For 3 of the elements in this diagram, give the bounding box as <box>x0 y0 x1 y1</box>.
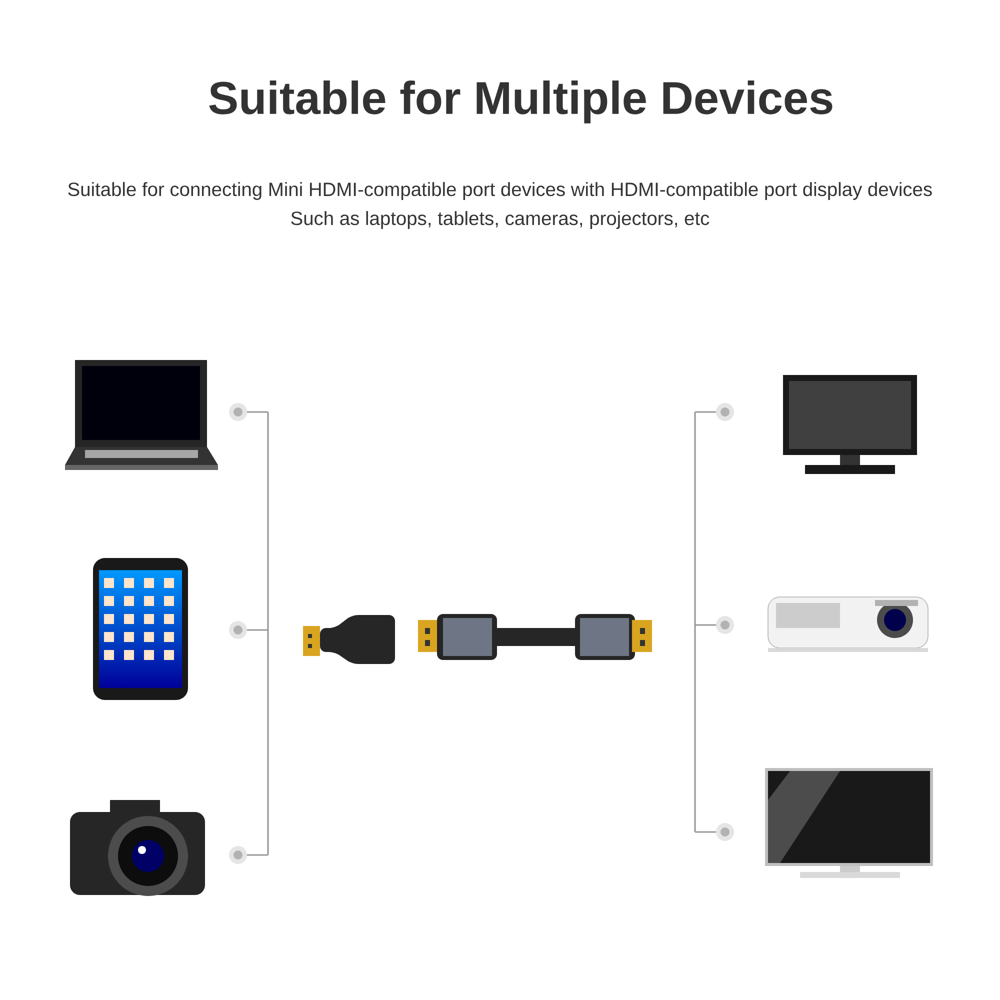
title: Suitable for Multiple Devices <box>209 80 832 124</box>
subtitle: Suitable for connecting Mini HDMI-compatible port devices with HDMI-compatible port display devices <box>68 182 932 200</box>
subtitle: Such as laptops, tablets, cameras, projectors, etc <box>291 211 710 229</box>
